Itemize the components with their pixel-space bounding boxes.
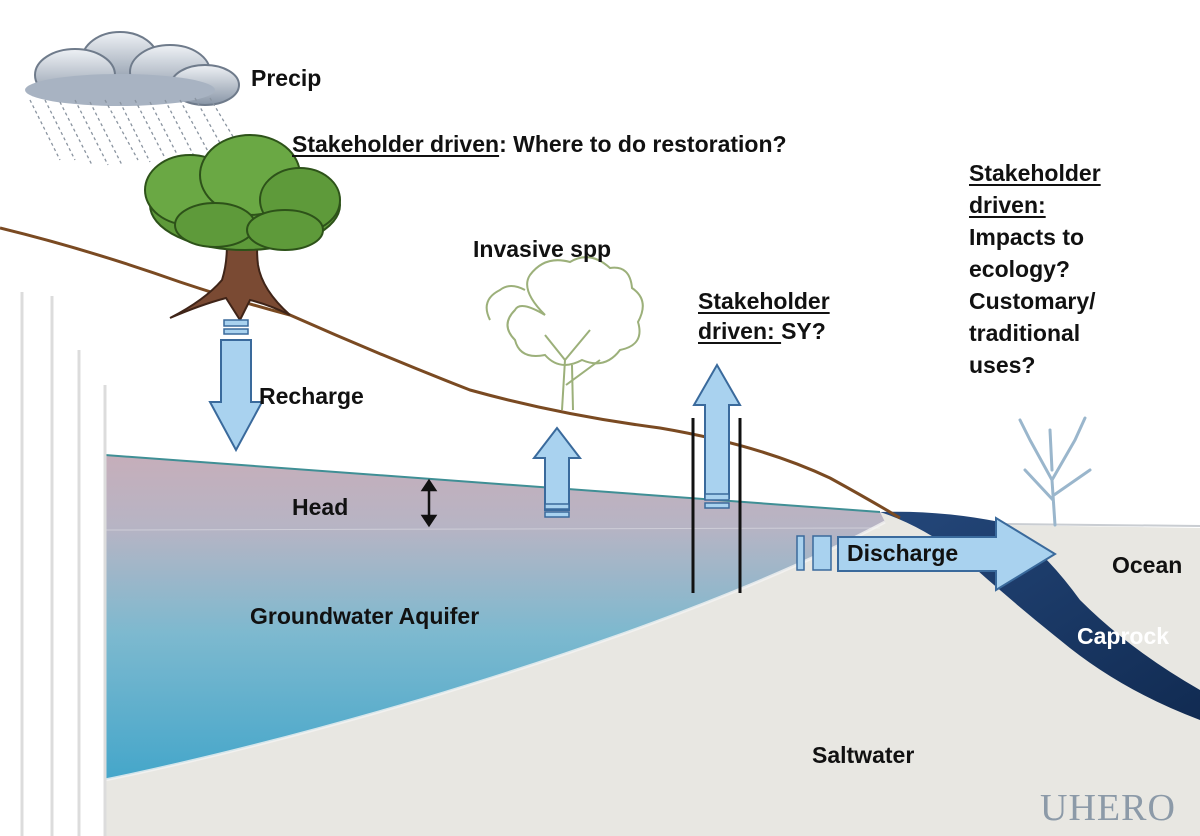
invasive-uptake-arrow-icon [531, 426, 583, 518]
invasive-tree-icon [485, 256, 644, 411]
stakeholder-driven-underline: Stakeholder driven [292, 131, 500, 157]
caprock-layer [880, 511, 1200, 720]
aquifer-label: Groundwater Aquifer [250, 603, 480, 629]
pumping-arrow-icon [692, 362, 742, 509]
caprock-label: Caprock [1077, 623, 1170, 649]
left-border-lines [20, 292, 107, 836]
lens-edge [104, 520, 886, 782]
recharge-arrow-icon [208, 319, 264, 453]
discharge-arrow-icon [796, 516, 1057, 592]
ground-surface-line [0, 226, 901, 520]
recharge-label: Recharge [259, 383, 364, 409]
rain-icon [29, 97, 239, 166]
ocean-surface [999, 523, 1200, 527]
coral-icon [1018, 416, 1092, 527]
head-label: Head [292, 494, 349, 520]
cloud-icon [25, 31, 240, 106]
stakeholder-restoration-label: Stakeholder driven: Where to do restorat… [292, 131, 787, 157]
saltwater-label: Saltwater [812, 742, 915, 768]
well-casing [691, 418, 742, 593]
tree-icon [144, 134, 341, 323]
stakeholder-sy-label: Stakeholder driven: SY? [698, 288, 830, 344]
aquifer-zone [105, 455, 885, 780]
precip-label: Precip [251, 65, 322, 91]
water-table-line [104, 454, 881, 513]
discharge-label: Discharge [847, 540, 959, 566]
invasive-spp-label: Invasive spp [473, 236, 612, 262]
ocean-label: Ocean [1112, 552, 1183, 578]
head-double-arrow-icon [420, 478, 438, 528]
stakeholder-ecology-label: Stakeholder driven: Impacts to ecology? … [969, 160, 1101, 378]
uhero-logo: UHERO [1040, 787, 1176, 829]
head-zone-boundary [104, 527, 881, 531]
